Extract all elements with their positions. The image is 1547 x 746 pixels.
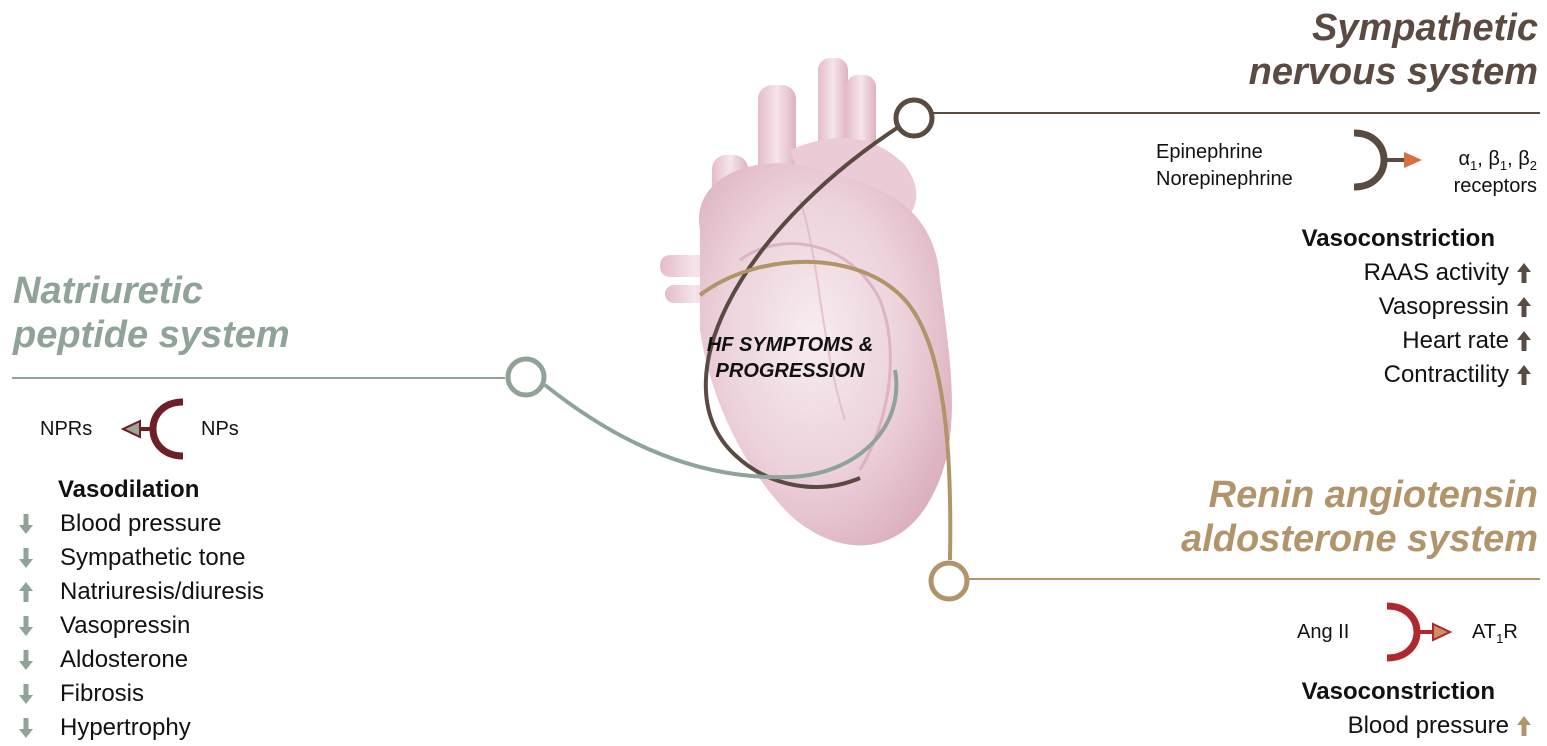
sympathetic-effects-heading: Vasoconstriction [1182, 222, 1495, 256]
nps-ligand-receptor-icon [123, 402, 183, 456]
effect-item: Blood pressure [18, 507, 358, 541]
effect-item: Fibrosis [18, 677, 358, 711]
arrow-down-icon [18, 683, 34, 705]
natriuretic-title-line2: peptide system [13, 313, 473, 357]
arrow-down-icon [18, 717, 34, 739]
effect-item: Aldosterone [18, 643, 358, 677]
arrow-up-icon [18, 581, 34, 603]
natriuretic-node-icon [508, 359, 544, 395]
effect-label: Natriuresis/diuresis [60, 575, 264, 609]
center-label-line1: HF SYMPTOMS & [672, 332, 908, 358]
adrenergic-receptors: α1, β1, β2 receptors [1407, 146, 1537, 200]
sympathetic-title: Sympathetic nervous system [1038, 6, 1538, 94]
sympathetic-title-line2: nervous system [1038, 50, 1538, 94]
ang-ligand-receptor-icon [1387, 606, 1450, 658]
epinephrine-label: Epinephrine [1156, 139, 1356, 166]
adrenergic-receptor-subtypes: α1, β1, β2 [1407, 146, 1537, 173]
natriuretic-title-line1: Natriuretic [13, 269, 473, 313]
arrow-up-icon [1516, 330, 1532, 352]
arrow-up-icon [1516, 715, 1532, 737]
sympathetic-node-icon [896, 100, 932, 136]
effect-label: Fibrosis [60, 677, 144, 711]
effect-label: Contractility [1384, 358, 1509, 392]
center-label: HF SYMPTOMS & PROGRESSION [672, 332, 908, 384]
effect-label: Hypertrophy [60, 711, 191, 745]
arrow-up-icon [1516, 262, 1532, 284]
raas-node-icon [931, 563, 967, 599]
arrow-down-icon [18, 513, 34, 535]
effect-item: Vasopressin [1182, 290, 1532, 324]
effect-item: Hypertrophy [18, 711, 358, 745]
arrow-down-icon [18, 615, 34, 637]
adrenergic-receptor-label: receptors [1407, 173, 1537, 200]
norepinephrine-label: Norepinephrine [1156, 166, 1356, 193]
effect-item: RAAS activity [1182, 256, 1532, 290]
arrow-down-icon [18, 649, 34, 671]
sympathetic-title-line1: Sympathetic [1038, 6, 1538, 50]
effect-item: Sympathetic tone [18, 541, 358, 575]
natriuretic-effects-heading: Vasodilation [58, 473, 358, 507]
effect-label: Vasopressin [60, 609, 190, 643]
at1r-label: AT1R [1472, 619, 1518, 646]
effect-label: Sympathetic tone [60, 541, 245, 575]
natriuretic-title: Natriuretic peptide system [13, 269, 473, 357]
effect-item: Blood pressure [1182, 709, 1532, 743]
raas-title-line1: Renin angiotensin [978, 473, 1538, 517]
effect-label: Blood pressure [1348, 709, 1509, 743]
effect-label: Blood pressure [60, 507, 221, 541]
arrow-down-icon [18, 547, 34, 569]
effect-item: Vasopressin [18, 609, 358, 643]
center-label-line2: PROGRESSION [672, 358, 908, 384]
effect-label: RAAS activity [1364, 256, 1509, 290]
effect-label: Heart rate [1402, 324, 1509, 358]
raas-effects-heading: Vasoconstriction [1182, 675, 1495, 709]
arrow-up-icon [1516, 364, 1532, 386]
effect-item: Contractility [1182, 358, 1532, 392]
raas-effects: Vasoconstriction Blood pressure [1182, 675, 1502, 743]
sympathetic-ligands: Epinephrine Norepinephrine [1156, 139, 1356, 193]
raas-title: Renin angiotensin aldosterone system [978, 473, 1538, 561]
effect-item: Heart rate [1182, 324, 1532, 358]
raas-effects-list: Blood pressure [1182, 709, 1532, 743]
ang-ii-label: Ang II [1297, 619, 1349, 646]
effect-item: Natriuresis/diuresis [18, 575, 358, 609]
nps-label: NPs [201, 416, 239, 443]
effect-label: Aldosterone [60, 643, 188, 677]
raas-title-line2: aldosterone system [978, 517, 1538, 561]
nprs-label: NPRs [40, 416, 92, 443]
effect-label: Vasopressin [1379, 290, 1509, 324]
arrow-up-icon [1516, 296, 1532, 318]
